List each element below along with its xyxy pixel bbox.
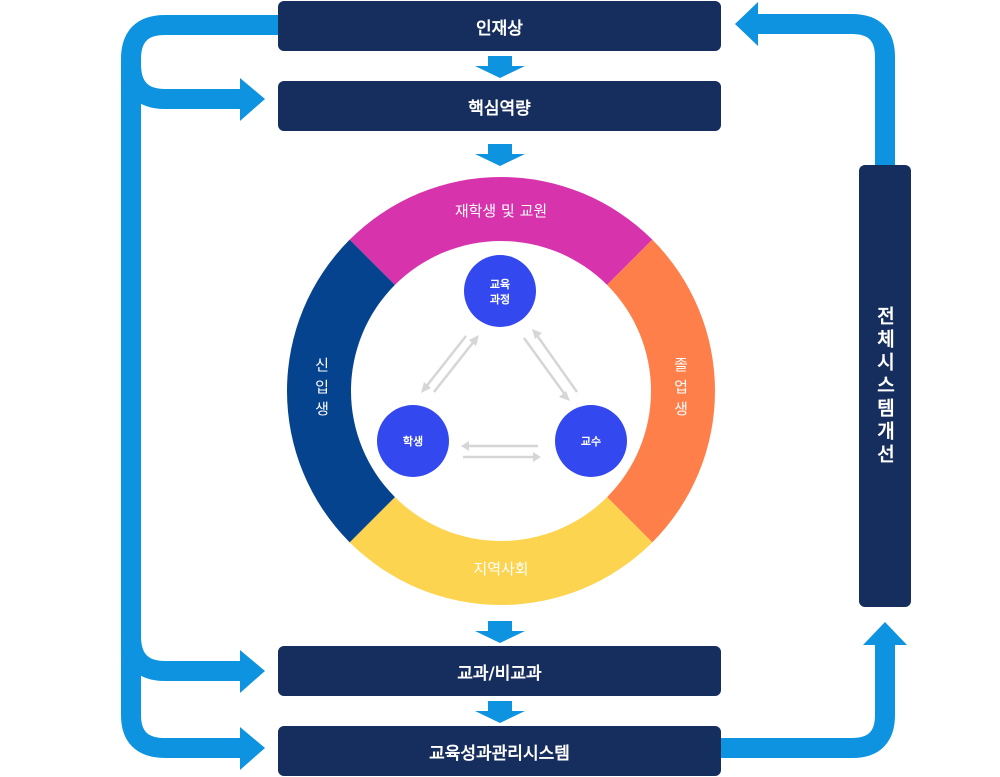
arrowhead [533, 452, 541, 462]
box-system-improvement: 전체시스템개선 [859, 165, 911, 607]
arrowhead [469, 335, 479, 346]
box-curriculum-types: 교과/비교과 [278, 646, 721, 696]
right-upper-line [758, 14, 895, 165]
down-arrow-3 [475, 621, 525, 643]
arrowhead [461, 441, 469, 451]
down-arrows [475, 56, 525, 723]
node-curriculum-label-2: 과정 [490, 292, 510, 306]
ring-label-char: 생 [315, 400, 329, 418]
box-talent-label: 인재상 [476, 18, 523, 39]
box-outcome-system: 교육성과관리시스템 [278, 726, 721, 776]
box-talent: 인재상 [278, 1, 721, 51]
down-arrow-2 [475, 144, 525, 166]
ring-label-char: 입 [315, 378, 329, 396]
left-trunk-line [121, 15, 278, 758]
ring-label-bottom: 지역사회 [473, 560, 528, 578]
ring-label-left: 신입생 [315, 356, 329, 418]
box-curriculum-types-label: 교과/비교과 [457, 663, 542, 684]
down-arrow-1 [475, 56, 525, 78]
box-core-competency-label: 핵심역량 [468, 98, 531, 119]
ring-label-top: 재학생 및 교원 [455, 202, 547, 220]
arrowhead [532, 329, 542, 339]
ring-label-char: 생 [674, 400, 688, 418]
node-student-label: 학생 [403, 434, 423, 448]
arrowhead-to-core [240, 78, 265, 121]
arrowhead [421, 382, 431, 393]
node-professor-label: 교수 [581, 435, 601, 448]
right-lower-line [720, 640, 895, 758]
ring-label-char: 업 [674, 378, 688, 396]
ring-label-right: 졸업생 [674, 356, 688, 418]
left-branch-curriculum [121, 635, 245, 681]
ring-segment-right [607, 239, 715, 543]
inner-arrowheads [421, 329, 570, 462]
arrowhead-to-outcome [240, 727, 265, 770]
box-outcome-system-label: 교육성과관리시스템 [429, 743, 570, 764]
left-feedback-arrow [121, 15, 278, 758]
node-student [377, 405, 449, 477]
ring-segment-top [349, 177, 653, 285]
node-professor [555, 405, 627, 477]
down-arrow-4 [475, 701, 525, 723]
ring-label-char: 신 [315, 356, 329, 374]
arrowhead-to-improvement [863, 622, 907, 645]
arrowhead-to-curriculum [240, 650, 265, 693]
arrowheads [240, 78, 265, 770]
box-core-competency: 핵심역량 [278, 81, 721, 131]
arrow-professor-to-curriculum [534, 333, 579, 393]
arrow-curriculum-to-professor [522, 337, 568, 397]
ring-label-char: 졸 [674, 356, 688, 374]
left-branch-core [121, 63, 245, 109]
right-feedback-arrow [720, 14, 895, 758]
arrowhead [559, 391, 570, 401]
arrow-student-to-curriculum [433, 339, 476, 393]
node-curriculum-label-1: 교육 [490, 278, 510, 291]
arrowhead-to-talent [735, 2, 758, 46]
ring-segment-left [287, 239, 395, 543]
box-system-improvement-label: 전체시스템개선 [873, 305, 896, 467]
inner-arrows [424, 333, 579, 459]
node-curriculum [464, 255, 536, 327]
arrow-curriculum-to-student [424, 335, 467, 389]
ring-segment-bottom [349, 497, 653, 605]
